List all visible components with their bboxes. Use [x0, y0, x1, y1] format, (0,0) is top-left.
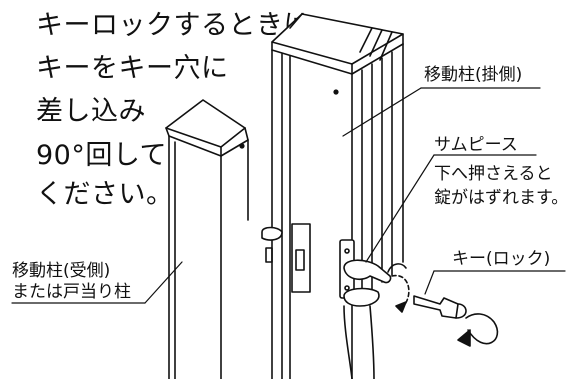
instruction-line-1: キーロックするときは: [36, 10, 311, 41]
instruction-line-5: ください。: [36, 179, 174, 210]
receiving-post-drawing: [165, 99, 249, 379]
label-moving-post-hinge: 移動柱(掛側): [424, 65, 523, 85]
label-thumb-piece-line2: 錠がはずれます。: [434, 188, 569, 208]
instruction-line-2: キーをキー穴に: [36, 53, 229, 84]
leader-lines: [11, 87, 566, 304]
instruction-line-4: 90°回して: [36, 140, 168, 171]
label-moving-post-receive-line1: 移動柱(受側): [12, 261, 111, 281]
moving-post-drawing: [261, 13, 410, 379]
label-moving-post-receive-line2: または戸当り柱: [12, 282, 131, 302]
label-thumb-piece-title: サムピース: [434, 135, 518, 155]
key-drawing: [413, 295, 499, 347]
label-key-lock: キー(ロック): [452, 249, 551, 269]
label-thumb-piece-line1: 下へ押さえると: [434, 164, 553, 184]
instruction-line-3: 差し込み: [36, 96, 146, 127]
